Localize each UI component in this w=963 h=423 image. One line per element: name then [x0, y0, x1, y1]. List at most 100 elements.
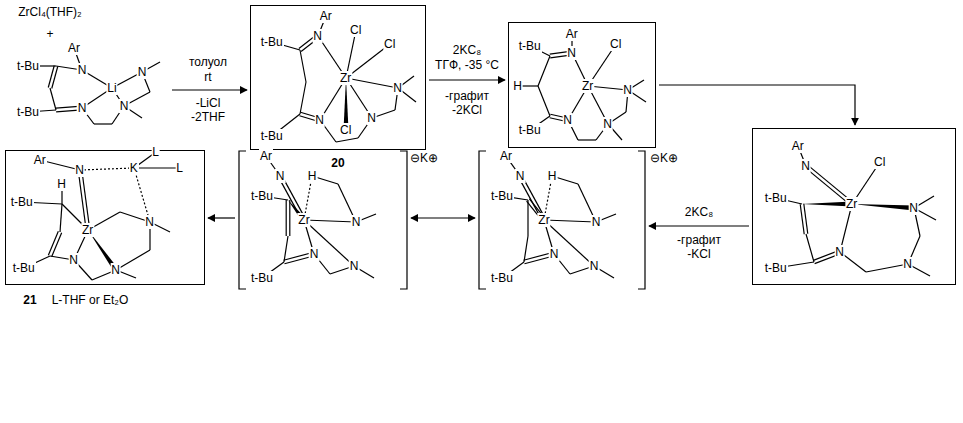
bracket-line [239, 151, 407, 289]
atom-label: N [834, 245, 845, 259]
intermediate-bracket: ArNH⊖K⊕t-BuZrNNNt-Bu [478, 150, 646, 290]
atom-label: H [512, 79, 523, 93]
atom-label: t-Bu [250, 189, 274, 203]
atom-label: N [562, 113, 573, 127]
reaction-arrow [659, 85, 855, 125]
bond-line [300, 82, 306, 114]
bracket-outline [478, 150, 646, 290]
atom-label: t-Bu [260, 129, 284, 143]
atom-label: N [366, 111, 377, 125]
reaction-arrow [429, 79, 505, 80]
atom-label: N [622, 83, 633, 97]
atom-label: H [56, 177, 67, 191]
scheme-label: -2THF [190, 110, 226, 124]
atom-label: Cl [609, 37, 622, 51]
compound-box: Art-BuNClClZrNNClNt-Bu [250, 5, 426, 150]
bond-line [538, 86, 550, 116]
scheme-label: -LiCl [195, 96, 222, 110]
bond-line [50, 88, 56, 110]
atom-label: Zr [581, 79, 594, 93]
bond-line [52, 233, 62, 257]
reaction-arrow [649, 225, 749, 226]
atom-label: Cl [873, 155, 886, 169]
atom-label: Ar [565, 27, 579, 41]
atom-label: t-Bu [12, 261, 36, 275]
bracket-outline [238, 150, 408, 290]
bond-line [805, 167, 851, 205]
atom-label: N [392, 81, 403, 95]
scheme-label: N [137, 65, 148, 79]
bond-line [544, 220, 594, 266]
atom-label: N [800, 159, 811, 173]
atom-label: N [110, 263, 121, 277]
scheme-label: rt [203, 70, 212, 84]
atom-label: N [314, 113, 325, 127]
atom-label: N [589, 259, 600, 273]
compound-box: Art-BuNClHZrNt-BuNN [508, 22, 656, 148]
atom-label: Cl [349, 23, 362, 37]
atom-label: N [144, 215, 155, 229]
atom-label: t-Bu [260, 35, 284, 49]
bond-line [82, 170, 90, 230]
atom-label: Zr [81, 223, 94, 237]
atom-label: N [902, 257, 913, 271]
product-box: ArNKLLHt-BuZrNt-BuNN [5, 150, 205, 285]
bond-line [134, 167, 180, 168]
atom-label: N [349, 259, 360, 273]
atom-label: N [312, 29, 323, 43]
atom-label: N [591, 215, 602, 229]
bond-line [578, 139, 596, 140]
bond-line [527, 200, 528, 236]
intermediate-bracket: ArNH⊖K⊕t-BuZrNNNt-Bu [238, 150, 408, 290]
atom-label: Cl [383, 37, 396, 51]
atom-label: N [74, 163, 85, 177]
atom-label: Ar [33, 153, 47, 167]
arrow-condition: 2KC₈ [684, 205, 714, 219]
bond-line [284, 236, 288, 262]
reaction-arrow [208, 217, 235, 218]
atom-label: L [175, 161, 184, 175]
atom-label: Zr [845, 197, 858, 211]
atom-label: t-Bu [518, 39, 542, 53]
atom-label: Ar [791, 139, 805, 153]
scheme-label: Ar [67, 41, 81, 55]
bond-line [286, 200, 287, 236]
bond-line [289, 200, 290, 236]
scheme-label: ТГФ, -35 °C [434, 58, 500, 72]
bond-line [524, 236, 528, 262]
reaction-arrow [172, 89, 247, 90]
atom-label: N [515, 169, 526, 183]
wedge-bond [852, 204, 914, 210]
scheme-label: L-THF or Et₂O [51, 293, 130, 307]
scheme-label: Li [106, 81, 117, 95]
atom-label: N [549, 247, 560, 261]
bond-line [60, 204, 62, 232]
atom-label: Cl [339, 123, 352, 137]
atom-label: t-Bu [490, 271, 514, 285]
atom-label: t-Bu [10, 195, 34, 209]
atom-label: Zr [537, 213, 550, 227]
atom-label: N [908, 201, 919, 215]
atom-label: N [309, 247, 320, 261]
atom-label: N [566, 46, 577, 60]
bracket-line [479, 151, 645, 289]
scheme-label: t-Bu [16, 59, 40, 73]
scheme-label: ZrCl₄(THF)₂ [17, 5, 83, 19]
atom-label: H [307, 169, 318, 183]
scheme-label: N [77, 63, 88, 77]
atom-label: t-Bu [250, 271, 274, 285]
bond-line [94, 123, 112, 124]
atom-label: ⊖K⊕ [649, 151, 679, 165]
reaction-arrow [411, 217, 475, 218]
scheme-label: 20 [330, 156, 345, 170]
scheme-label: t-Bu [16, 105, 40, 119]
bond-line [538, 56, 550, 86]
atom-label: Ar [259, 149, 273, 163]
atom-label: Ar [499, 149, 513, 163]
bond-line [800, 204, 804, 234]
bond-line [304, 220, 354, 266]
scheme-label: -графит [676, 233, 722, 247]
bond-line [300, 50, 306, 82]
atom-label: Zr [339, 71, 352, 85]
scheme-label: N [119, 99, 130, 113]
